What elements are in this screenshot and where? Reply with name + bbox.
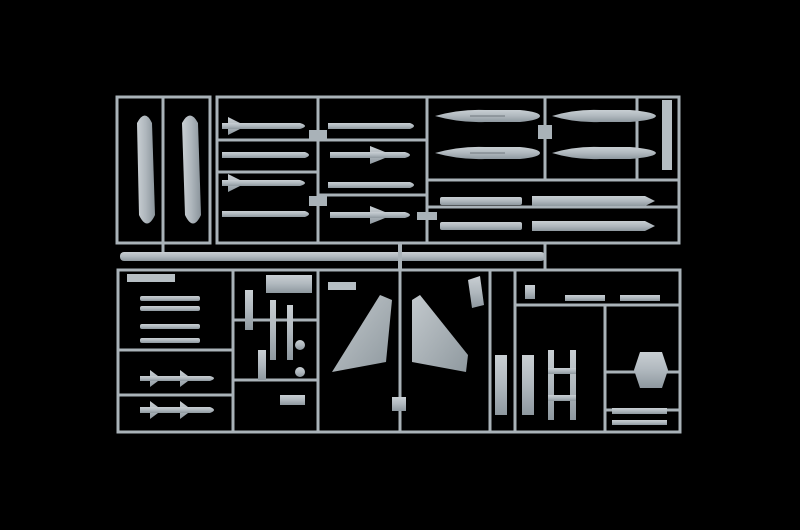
part-code-tab	[127, 274, 175, 282]
wing-right	[412, 295, 468, 372]
sprue-gates	[309, 125, 552, 220]
part-code-tab	[662, 100, 672, 170]
small-parts	[468, 276, 668, 425]
small-parts	[392, 397, 406, 411]
missile-row	[328, 123, 414, 224]
lower-sprue-frame	[116, 268, 682, 434]
drop-tank-right	[182, 115, 201, 224]
missile-row	[222, 117, 309, 217]
small-parts	[245, 275, 312, 405]
pylon-parts	[440, 196, 655, 231]
part-code-tab	[328, 282, 356, 290]
main-runner-bar	[120, 252, 545, 261]
wing-left	[332, 295, 392, 372]
drop-tank-horizontal	[435, 109, 656, 160]
upper-sprue-frame	[115, 95, 681, 245]
small-missiles	[140, 296, 214, 419]
drop-tank-left	[137, 115, 155, 224]
